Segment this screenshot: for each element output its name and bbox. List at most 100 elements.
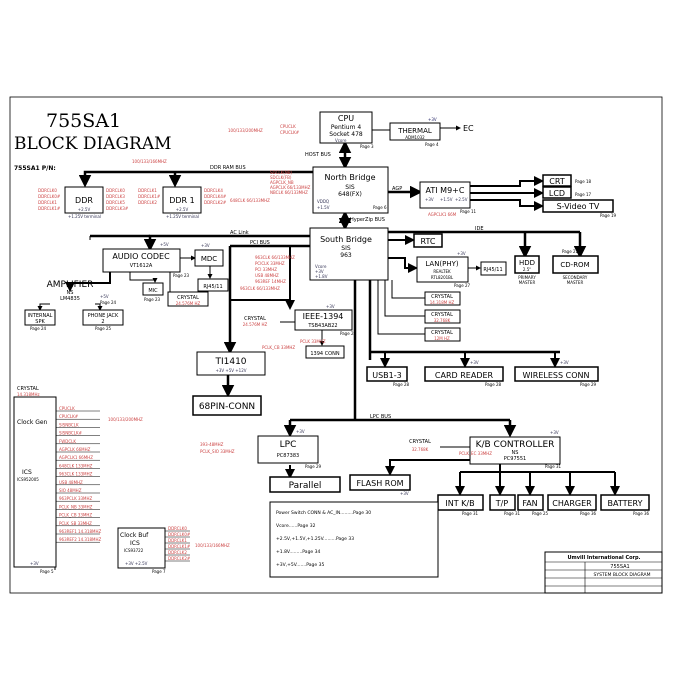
- cdrom-l1: SECONDARY: [563, 275, 588, 280]
- ddr-pwr: +2.5V: [78, 207, 91, 212]
- clockbuf-title: Clock Buf: [120, 532, 149, 539]
- clock-gen-block: [13, 396, 57, 568]
- clockbuf-pwr: +3V +2.5V: [125, 561, 148, 566]
- amplifier-l1: NS: [67, 290, 74, 296]
- ddr-block: [64, 186, 104, 214]
- thermal-page: Page 4: [425, 142, 439, 147]
- ddr1-right-signal: DDRCLK2#: [204, 200, 227, 205]
- usb-title: USB1-3: [372, 371, 402, 380]
- sheet-name: SYSTEM BLOCK DIAGRAM: [593, 572, 650, 578]
- ddr-right-signal: DDRCLK3: [106, 194, 125, 199]
- agp-clk-label: AGPCLK1 66M: [428, 212, 457, 217]
- ati-pwr1: +3V: [425, 197, 434, 202]
- crystal-sb2-freq: 32.768K: [434, 318, 451, 323]
- conn1394-title: 1394 CONN: [310, 351, 339, 357]
- fan-block: [517, 494, 544, 511]
- usb-page: Page 28: [393, 382, 410, 387]
- ati-block: [419, 181, 471, 209]
- mdc-block: [194, 249, 224, 267]
- mic-page: Page 23: [144, 297, 161, 302]
- intkb-title: INT K/B: [445, 499, 474, 508]
- diagram-title: 755SA1: [46, 110, 121, 132]
- charger-block: [547, 494, 597, 511]
- cpu-sig1: CPUCLK: [280, 124, 296, 129]
- nb-page: Page 6: [373, 205, 387, 210]
- cpu-page: Page 3: [360, 144, 374, 149]
- sb-signal: 963CLK 66/133MHZ: [255, 255, 295, 260]
- crystal-sb1-freq: 14.318M HZ: [430, 300, 455, 305]
- amplifier-l2: LM4835: [60, 296, 80, 302]
- clockbuf-signal: DDRCLK2: [168, 550, 187, 555]
- clockbuf-page: Page 7: [152, 569, 166, 574]
- crystal-1394-freq: 24.576M HZ: [243, 322, 268, 327]
- nb-signal: AGPCLK_NB: [270, 180, 294, 185]
- clockbuf-signal: DDRCLK0: [168, 526, 187, 531]
- clockgen-signal: PCLK_SB 33MHZ: [59, 521, 92, 526]
- part-number-label: 755SA1 P/N:: [14, 165, 56, 172]
- clockgen-sub: ICS952005: [17, 477, 39, 482]
- nb-signal: AGPCLK 66/133MHZ: [270, 185, 311, 190]
- ieee-pwr: +3V: [326, 304, 335, 309]
- ieee-page: Page 28: [340, 331, 357, 336]
- crystal-audio-block: [167, 291, 209, 307]
- cpu-title: CPU: [338, 114, 354, 123]
- power-note-3: +2.5V,+1.5V,+1.25V.........Page 33: [276, 536, 354, 542]
- power-notes-block: [269, 501, 439, 578]
- ddr-freq: 100/133/166MHZ: [132, 159, 167, 164]
- clockgen-signal: SIO 48MHZ: [59, 488, 82, 493]
- kbc-l2: PC97551: [504, 456, 526, 462]
- ddr1-note: +1.25V terminal: [166, 214, 199, 219]
- pciclk-cb: PCLK_CB 33MHZ: [262, 345, 295, 350]
- cpu-l1: Pentium 4: [331, 124, 361, 131]
- nb-l1: SIS: [345, 184, 355, 191]
- host-bus-label: HOST BUS: [305, 152, 331, 158]
- ac-link-label: AC Link: [230, 230, 249, 236]
- ide-label: IDE: [475, 226, 483, 232]
- ti-title: TI1410: [214, 357, 246, 367]
- ddr-left-signal: DDRCLK1#: [38, 206, 61, 211]
- rj45-mdc-block: [197, 278, 229, 292]
- lpc-sub: PC87383: [277, 453, 299, 459]
- connection-lines: [37, 125, 620, 570]
- crt-title: CRT: [549, 177, 565, 186]
- cdrom-title: CD-ROM: [560, 261, 589, 269]
- flash-rom-block: [349, 474, 411, 491]
- clockgen-signal: SISNBCLK#: [59, 431, 83, 436]
- spk-sub: SPK: [35, 319, 45, 325]
- ti-pwr: +3V +5V +12V: [216, 368, 247, 373]
- kbc-l1: NS: [512, 450, 519, 456]
- clockbuf-signal-list: DDRCLK0DDRCLK0#DDRCLK1DDRCLK1#DDRCLK2DDR…: [168, 526, 191, 561]
- lan-title: LAN(PHY): [425, 260, 459, 268]
- crystal-sb3-title: CRYSTAL: [431, 330, 453, 336]
- clockgen-page: Page 5: [40, 569, 54, 574]
- tp-title: T/P: [495, 499, 509, 508]
- intkb-page: Page 31: [462, 511, 479, 516]
- thermal-title: THERMAL: [397, 127, 432, 135]
- ddr-bus-label: DDR RAM BUS: [210, 165, 246, 171]
- audio-sub: VT1612A: [130, 263, 153, 269]
- nb-pwr1: VDDQ: [317, 199, 329, 204]
- clockgen-crystal-title: CRYSTAL: [17, 386, 39, 392]
- ieee-title: IEEE-1394: [303, 312, 344, 321]
- crystal-sb2-block: [424, 309, 461, 324]
- nb-signal: SDCLK(NB): [270, 170, 293, 175]
- ddr1-left-signal: DDRCLK1: [138, 188, 157, 193]
- spk-page: Page 24: [30, 326, 47, 331]
- card-title: CARD READER: [435, 371, 494, 380]
- lan-block: [416, 256, 469, 283]
- clockgen-signal: SISNBCLK: [59, 422, 79, 427]
- kbc-clk: PCLK_EC 33MHZ: [459, 451, 492, 456]
- svideo-block: [542, 199, 614, 213]
- power-note-2: Vcore......Page 32: [276, 523, 316, 529]
- clockbuf-signal: DDRCLK0#: [168, 532, 191, 537]
- phone-page: Page 25: [95, 326, 112, 331]
- crystal-sb2-title: CRYSTAL: [431, 312, 453, 318]
- cpu-block: [319, 111, 373, 144]
- clockgen-signal: FWDCLK: [59, 439, 76, 444]
- clockgen-signal: 963PCLK 33MHZ: [59, 496, 93, 501]
- hdd-l3: MASTER: [519, 280, 536, 285]
- kbc-page: Page 31: [545, 464, 562, 469]
- cpu-l2: Socket 478: [329, 131, 363, 138]
